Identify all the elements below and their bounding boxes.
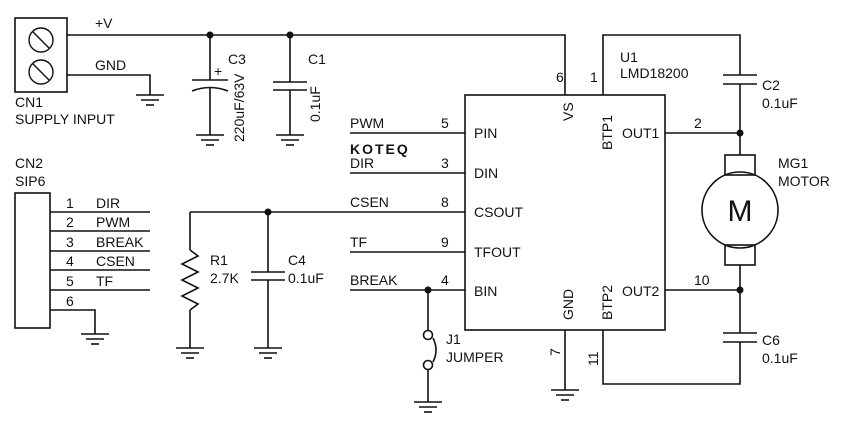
cn2-pin3-number: 3	[66, 234, 74, 250]
capacitor-c4-symbol	[251, 212, 285, 359]
c3-ref-label: C3	[228, 51, 246, 67]
tf-pin-number: 9	[441, 234, 449, 250]
capacitor-c6-symbol	[723, 290, 757, 343]
cn2-pin5-net: TF	[96, 273, 113, 289]
ground-symbol-icon	[551, 389, 579, 401]
pin-name-bin: BIN	[474, 283, 497, 299]
ground-symbol-icon	[136, 94, 164, 106]
cn2-ref-label: CN2	[15, 155, 43, 171]
cn1-name-label: SUPPLY INPUT	[15, 111, 115, 127]
c2-value-label: 0.1uF	[762, 95, 798, 111]
screw-terminal-icon	[28, 27, 54, 53]
csen-net-label: CSEN	[350, 194, 389, 210]
r1-value-label: 2.7K	[210, 270, 239, 286]
motor-name-label: MOTOR	[778, 173, 830, 189]
gnd-wire	[67, 74, 151, 95]
out2-pin-number: 10	[694, 272, 710, 288]
c1-value-label: 0.1uF	[307, 86, 323, 122]
cn2-pin1-number: 1	[66, 195, 74, 211]
btp2-pin-number: 11	[585, 351, 601, 366]
btp1-pin-number: 1	[590, 69, 598, 85]
pin-name-tfout: TFOUT	[474, 244, 521, 260]
ground-symbol-icon	[81, 333, 109, 345]
cn2-pin1-net: DIR	[96, 195, 120, 211]
u1-ref-label: U1	[620, 49, 638, 65]
u1-part-label: LMD18200	[620, 65, 689, 81]
cn2-pin5-number: 5	[66, 273, 74, 289]
c2-ref-label: C2	[762, 77, 780, 93]
break-net-label: BREAK	[350, 272, 398, 288]
motor-symbol-letter: M	[728, 195, 753, 228]
out1-pin-number: 2	[694, 115, 702, 131]
screw-terminal-icon	[28, 59, 54, 85]
vplus-rail-wire	[67, 34, 566, 95]
c4-ref-label: C4	[288, 252, 306, 268]
c3-value-label: 220uF/63V	[231, 73, 247, 142]
dir-net-label: DIR	[350, 155, 374, 171]
pin-name-din: DIN	[474, 165, 498, 181]
cn2-pin6-number: 6	[66, 293, 74, 309]
cn1-ref-label: CN1	[15, 94, 43, 110]
cn1-connector	[14, 17, 68, 93]
cn2-pin2-net: PWM	[96, 214, 130, 230]
jumper-j1-symbol	[414, 290, 442, 413]
cn2-pin4-net: CSEN	[96, 253, 135, 269]
cn2-connector-body	[14, 192, 51, 329]
cn2-pin2-number: 2	[66, 214, 74, 230]
capacitor-c1-symbol	[273, 35, 307, 135]
out2-pin-name: OUT2	[622, 283, 660, 299]
motor-ref-label: MG1	[778, 155, 809, 171]
btp1-pin-name: BTP1	[599, 115, 615, 150]
pin-name-pin: PIN	[474, 125, 497, 141]
pin-name-csout: CSOUT	[474, 204, 523, 220]
ic-gnd-pin-number: 7	[547, 348, 563, 356]
btp2-wire	[602, 330, 741, 385]
dir-pin-number: 3	[441, 155, 449, 171]
resistor-r1-symbol	[176, 212, 204, 359]
vplus-label: +V	[95, 15, 113, 31]
j1-name-label: JUMPER	[446, 349, 504, 365]
csen-pin-number: 8	[441, 194, 449, 210]
pwm-net-label: PWM	[350, 115, 384, 131]
out1-pin-name: OUT1	[622, 125, 660, 141]
pwm-pin-number: 5	[441, 115, 449, 131]
capacitor-c3-symbol	[191, 35, 229, 135]
c6-value-label: 0.1uF	[762, 350, 798, 366]
tf-net-label: TF	[350, 234, 367, 250]
c6-ref-label: C6	[762, 332, 780, 348]
btp1-wire	[602, 34, 741, 95]
ic-gnd-pin-name: GND	[560, 289, 576, 320]
capacitor-c2-symbol	[723, 74, 757, 133]
c3-polarity-label: +	[214, 63, 222, 79]
cn2-pin3-net: BREAK	[96, 234, 144, 250]
ground-symbol-icon	[276, 134, 304, 146]
koteq-logo: KOTEQ	[350, 141, 410, 157]
cn2-type-label: SIP6	[15, 173, 46, 189]
c1-ref-label: C1	[308, 51, 326, 67]
break-pin-number: 4	[441, 272, 449, 288]
btp2-pin-name: BTP2	[599, 285, 615, 320]
gnd-label: GND	[95, 57, 126, 73]
motor-symbol-icon	[701, 133, 779, 290]
ground-symbol-icon	[196, 134, 224, 146]
cn2-pin6-wire	[50, 309, 96, 334]
r1-ref-label: R1	[210, 252, 228, 268]
c4-value-label: 0.1uF	[288, 270, 324, 286]
vs-pin-name: VS	[560, 102, 576, 121]
j1-ref-label: J1	[446, 331, 461, 347]
vs-pin-number: 6	[556, 69, 564, 85]
cn2-pin4-number: 4	[66, 253, 74, 269]
